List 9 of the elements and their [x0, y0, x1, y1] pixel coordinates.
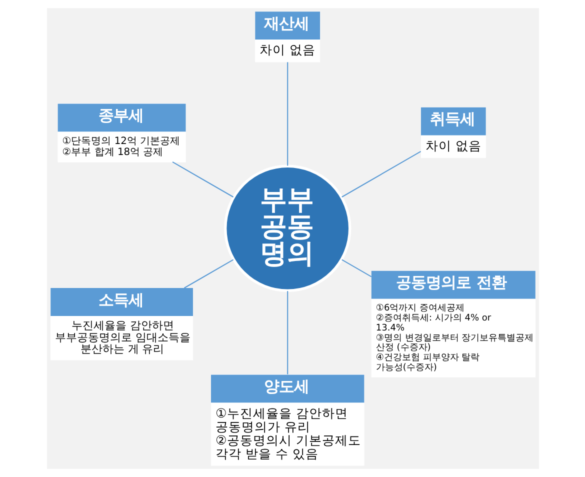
node-circle: 부부 공동 명의: [223, 164, 351, 292]
connector: [286, 291, 288, 374]
connector: [341, 151, 421, 198]
connector: [172, 161, 234, 198]
connector: [286, 62, 288, 166]
connector: [341, 259, 372, 278]
node-label: 누진세율을 감안하면 부부공동명의로 임대소득을 분산하는 게 유리: [54, 319, 190, 356]
node-box: 소득세: [50, 288, 192, 316]
connector: [183, 259, 234, 288]
